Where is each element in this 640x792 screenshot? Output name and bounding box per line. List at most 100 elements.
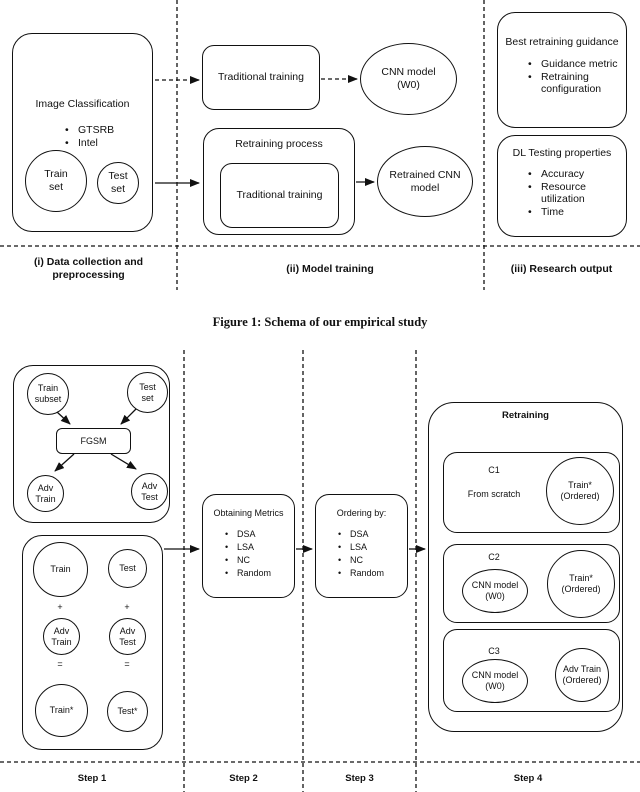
adv-train-ordered-label: Adv Train (Ordered): [562, 664, 602, 685]
cnn-model-w0-label: CNN model (W0): [471, 580, 519, 601]
metric-item: DSA: [237, 529, 256, 539]
c3-box: C3 CNN model (W0) Adv Train (Ordered): [443, 629, 620, 712]
train-star-ordered-label: Train* (Ordered): [560, 480, 600, 501]
adv-test-circle-2: Adv Test: [109, 618, 146, 655]
step-label-2: Step 2: [229, 773, 258, 784]
list-item: • Intel: [65, 137, 114, 150]
testing-item: Accuracy: [541, 168, 585, 180]
adv-test-label-2: Adv Test: [119, 625, 136, 647]
list-item: • GTSRB: [65, 124, 114, 137]
list-item: • Resource utilization: [528, 181, 599, 206]
c2-label: C2: [488, 552, 500, 562]
adv-train-label-2: Adv Train: [51, 625, 72, 647]
retraining-process-title: Retraining process: [235, 138, 323, 150]
c1-label: C1: [488, 465, 500, 475]
dataset-combination-box: Train Test + + Adv Train Adv Test = = Tr…: [22, 535, 163, 750]
train-star-label: Train*: [49, 705, 74, 716]
test-set-circle: Test set: [97, 162, 139, 204]
guidance-item: Retraining configuration: [541, 70, 602, 96]
dataset-name: Intel: [78, 136, 98, 149]
ordering-by-box: Ordering by: • DSA • LSA • NC • Random: [315, 494, 408, 598]
cnn-model-w0-ellipse: CNN model (W0): [462, 569, 528, 613]
ordering-by-title: Ordering by:: [336, 508, 387, 518]
section-label-research-output: (iii) Research output: [510, 263, 613, 275]
ordering-item: LSA: [350, 542, 368, 552]
bullet-icon: •: [225, 542, 229, 552]
test-set-label-2: Test set: [139, 381, 156, 403]
bullet-icon: •: [528, 70, 532, 83]
figure1-caption: Figure 1: Schema of our empirical study: [212, 315, 428, 329]
train-set-label: Train set: [44, 168, 68, 193]
best-retraining-guidance-box: Best retraining guidance • Guidance metr…: [497, 12, 627, 128]
bullet-icon: •: [338, 555, 342, 565]
retraining-process-box: Retraining process Traditional training: [203, 128, 355, 235]
adv-train-circle-2: Adv Train: [43, 618, 80, 655]
bullet-icon: •: [528, 205, 532, 218]
metrics-bullet-list: • DSA • LSA • NC • Random: [225, 528, 271, 580]
bullet-icon: •: [338, 529, 342, 539]
bullet-icon: •: [528, 58, 532, 70]
bullet-icon: •: [65, 124, 69, 136]
list-item: • NC: [225, 554, 271, 567]
best-retraining-guidance-title: Best retraining guidance: [505, 36, 619, 48]
retraining-title: Retraining: [502, 410, 549, 421]
dl-testing-properties-title: DL Testing properties: [512, 147, 612, 159]
section-label-model-training: (ii) Model training: [286, 263, 374, 275]
test-set-circle-2: Test set: [127, 372, 168, 413]
dataset-name: GTSRB: [78, 124, 115, 136]
plus-sign: +: [124, 602, 130, 612]
step-label-1: Step 1: [77, 773, 107, 784]
test-star-label: Test*: [117, 706, 138, 717]
step-label-3: Step 3: [345, 773, 374, 784]
retraining-box: Retraining C1 From scratch Train* (Order…: [428, 402, 623, 732]
test-label: Test: [119, 563, 136, 574]
cnn-model-ellipse: CNN model (W0): [360, 43, 457, 115]
ordering-bullet-list: • DSA • LSA • NC • Random: [338, 528, 384, 580]
guidance-bullet-list: • Guidance metric • Retraining configura…: [528, 58, 619, 96]
list-item: • Accuracy: [528, 168, 599, 181]
step-label-4: Step 4: [513, 773, 543, 784]
plus-sign: +: [57, 602, 63, 612]
list-item: • Random: [338, 567, 384, 580]
bullet-icon: •: [528, 180, 532, 193]
ordering-item: DSA: [350, 529, 369, 539]
testing-item: Resource utilization: [541, 180, 586, 206]
ordering-item: NC: [350, 555, 363, 565]
inner-traditional-training-label: Traditional training: [236, 189, 323, 202]
bullet-icon: •: [225, 555, 229, 565]
cnn-model-label: CNN model (W0): [381, 66, 436, 91]
train-subset-circle: Train subset: [27, 373, 69, 415]
bullet-icon: •: [528, 168, 532, 180]
train-label: Train: [50, 564, 71, 575]
dl-testing-properties-box: DL Testing properties • Accuracy • Resou…: [497, 135, 627, 237]
section-label-data-collection: (i) Data collection and preprocessing: [0, 256, 177, 281]
section-label-line2: preprocessing: [52, 268, 125, 281]
bullet-icon: •: [338, 542, 342, 552]
metric-item: NC: [237, 555, 250, 565]
fgsm-box: FGSM: [56, 428, 131, 454]
inner-traditional-training-box: Traditional training: [220, 163, 339, 228]
obtaining-metrics-title: Obtaining Metrics: [213, 508, 284, 518]
train-set-circle: Train set: [25, 150, 87, 212]
traditional-training-label: Traditional training: [218, 71, 304, 84]
adv-test-label: Adv Test: [141, 480, 158, 502]
list-item: • DSA: [225, 528, 271, 541]
adv-train-ordered-circle: Adv Train (Ordered): [555, 648, 609, 702]
list-item: • Time: [528, 206, 599, 219]
metric-item: Random: [237, 568, 272, 578]
cnn-model-w0-label: CNN model (W0): [471, 670, 519, 691]
metric-item: LSA: [237, 542, 255, 552]
list-item: • Retraining configuration: [528, 71, 619, 96]
adversarial-generation-box: Train subset Test set FGSM Adv Train Adv…: [13, 365, 170, 523]
test-set-label: Test set: [108, 170, 128, 195]
cnn-model-w0-ellipse: CNN model (W0): [462, 659, 528, 703]
traditional-training-box: Traditional training: [202, 45, 320, 110]
testing-item: Time: [541, 205, 564, 218]
equals-sign: =: [124, 659, 130, 669]
list-item: • DSA: [338, 528, 384, 541]
train-star-ordered-circle: Train* (Ordered): [547, 550, 615, 618]
testing-bullet-list: • Accuracy • Resource utilization • Time: [528, 168, 599, 218]
dataset-bullet-list: • GTSRB • Intel: [65, 124, 114, 149]
section-label-line1: (i) Data collection and: [33, 256, 144, 268]
bullet-icon: •: [338, 568, 342, 578]
